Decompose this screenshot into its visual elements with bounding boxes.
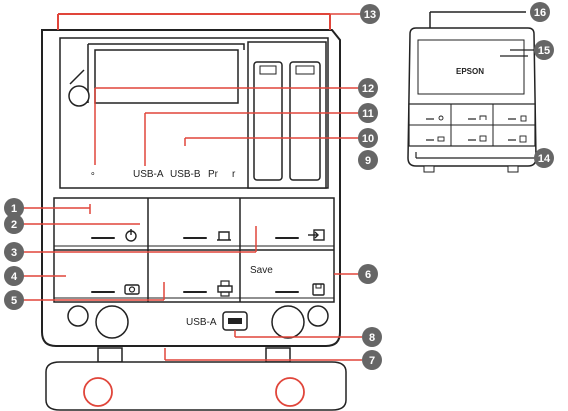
stand-foot-left: [84, 378, 112, 406]
callout-number: 3: [11, 247, 17, 259]
callout-number: 11: [362, 108, 374, 120]
callout-number: 14: [538, 153, 551, 165]
label-dot: ∘: [90, 168, 96, 178]
callout-10: 10: [358, 128, 378, 148]
callout-9: 9: [358, 150, 378, 170]
callout-11: 11: [358, 103, 378, 123]
callout-7: 7: [362, 350, 382, 370]
foot-knob-2: [96, 306, 128, 338]
callout-number: 16: [534, 7, 546, 19]
brand-logo: EPSON: [456, 67, 484, 76]
usb-a-port: [223, 312, 247, 330]
label-pr: Pr: [208, 169, 219, 180]
callout-number: 13: [364, 9, 376, 21]
callout-15: 15: [534, 40, 554, 60]
callout-number: 4: [11, 271, 18, 283]
callout-5: 5: [4, 290, 24, 310]
callout-number: 2: [11, 219, 17, 231]
callout-number: 6: [365, 269, 371, 281]
callout-number: 7: [369, 355, 375, 367]
callout-13: 13: [360, 4, 380, 24]
foot-knob-1: [68, 306, 88, 326]
callout-number: 1: [11, 203, 17, 215]
callout-number: 5: [11, 295, 17, 307]
latch-circle: [69, 86, 89, 106]
foot-knob-4: [308, 306, 328, 326]
callout-16: 16: [530, 2, 550, 22]
callout-number: 12: [362, 83, 374, 95]
callout-number: 9: [365, 155, 371, 167]
label-usb-a-inner: USB-A: [133, 169, 164, 180]
save-label: Save: [250, 265, 273, 276]
foot-knob-3: [272, 306, 304, 338]
label-usb-a-front: USB-A: [186, 317, 217, 328]
callout-number: 8: [369, 332, 375, 344]
callout-12: 12: [358, 78, 378, 98]
callout-2: 2: [4, 214, 24, 234]
callout-14: 14: [534, 148, 554, 168]
callout-8: 8: [362, 327, 382, 347]
callout-number: 10: [362, 133, 374, 145]
callout-6: 6: [358, 264, 378, 284]
stand-foot-right: [276, 378, 304, 406]
callout-3: 3: [4, 242, 24, 262]
callout-number: 15: [538, 45, 550, 57]
label-usb-b-inner: USB-B: [170, 169, 201, 180]
callout-4: 4: [4, 266, 24, 286]
